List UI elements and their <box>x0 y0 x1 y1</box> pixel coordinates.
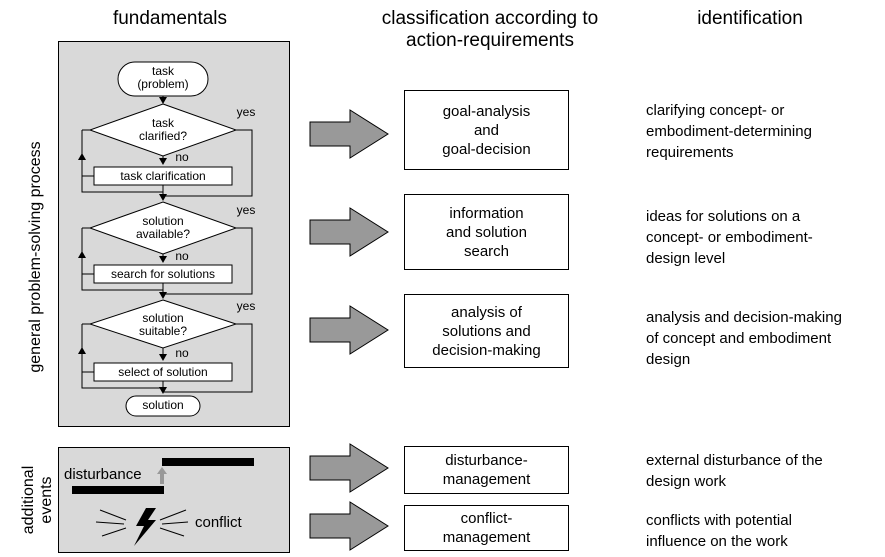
classification-box-conflict: conflict- management <box>404 505 569 551</box>
yes-label-1: yes <box>236 105 256 119</box>
action-1-label: task clarification <box>120 169 206 183</box>
identification-text-4: external disturbance of the design work <box>646 452 823 490</box>
classification-box-disturbance: disturbance- management <box>404 446 569 494</box>
disturbance-label: disturbance <box>64 466 142 483</box>
arrow-5 <box>309 501 389 551</box>
no-label-1: no <box>175 150 189 164</box>
disturbance-bar-high <box>162 458 254 466</box>
classification-box-goal: goal-analysis and goal-decision <box>404 90 569 170</box>
start-label: task (problem) <box>137 64 189 91</box>
disturbance-up-arrow <box>157 467 167 484</box>
decision-3-label: solution suitable? <box>138 311 188 338</box>
identification-text-3: analysis and decision-making of concept … <box>646 309 842 368</box>
yes-label-3: yes <box>236 299 256 313</box>
identification-text-1: clarifying concept- or embodiment-determ… <box>646 102 812 161</box>
disturbance-bar-low <box>72 486 164 494</box>
header-classification: classification according to action-requi… <box>381 8 599 51</box>
conflict-label: conflict <box>195 514 242 531</box>
classification-box-analysis: analysis of solutions and decision-makin… <box>404 294 569 368</box>
decision-2-label: solution available? <box>135 214 191 241</box>
action-3-label: select of solution <box>118 365 208 379</box>
arrow-2 <box>309 207 389 257</box>
action-2-label: search for solutions <box>110 267 216 281</box>
end-label: solution <box>142 398 184 412</box>
identification-text-5: conflicts with potential influence on th… <box>646 512 792 550</box>
lightning-icon <box>95 508 189 546</box>
identification-text-2: ideas for solutions on a concept- or emb… <box>646 208 813 267</box>
end-terminal <box>125 395 201 417</box>
arrow-4 <box>309 443 389 493</box>
header-fundamentals: fundamentals <box>112 8 228 29</box>
arrow-1 <box>309 109 389 159</box>
header-identification: identification <box>697 8 803 29</box>
classification-box-information: information and solution search <box>404 194 569 270</box>
yes-label-2: yes <box>236 203 256 217</box>
arrow-3 <box>309 305 389 355</box>
no-label-2: no <box>175 249 189 263</box>
no-label-3: no <box>175 346 189 360</box>
decision-1-label: task clarified? <box>138 116 188 143</box>
